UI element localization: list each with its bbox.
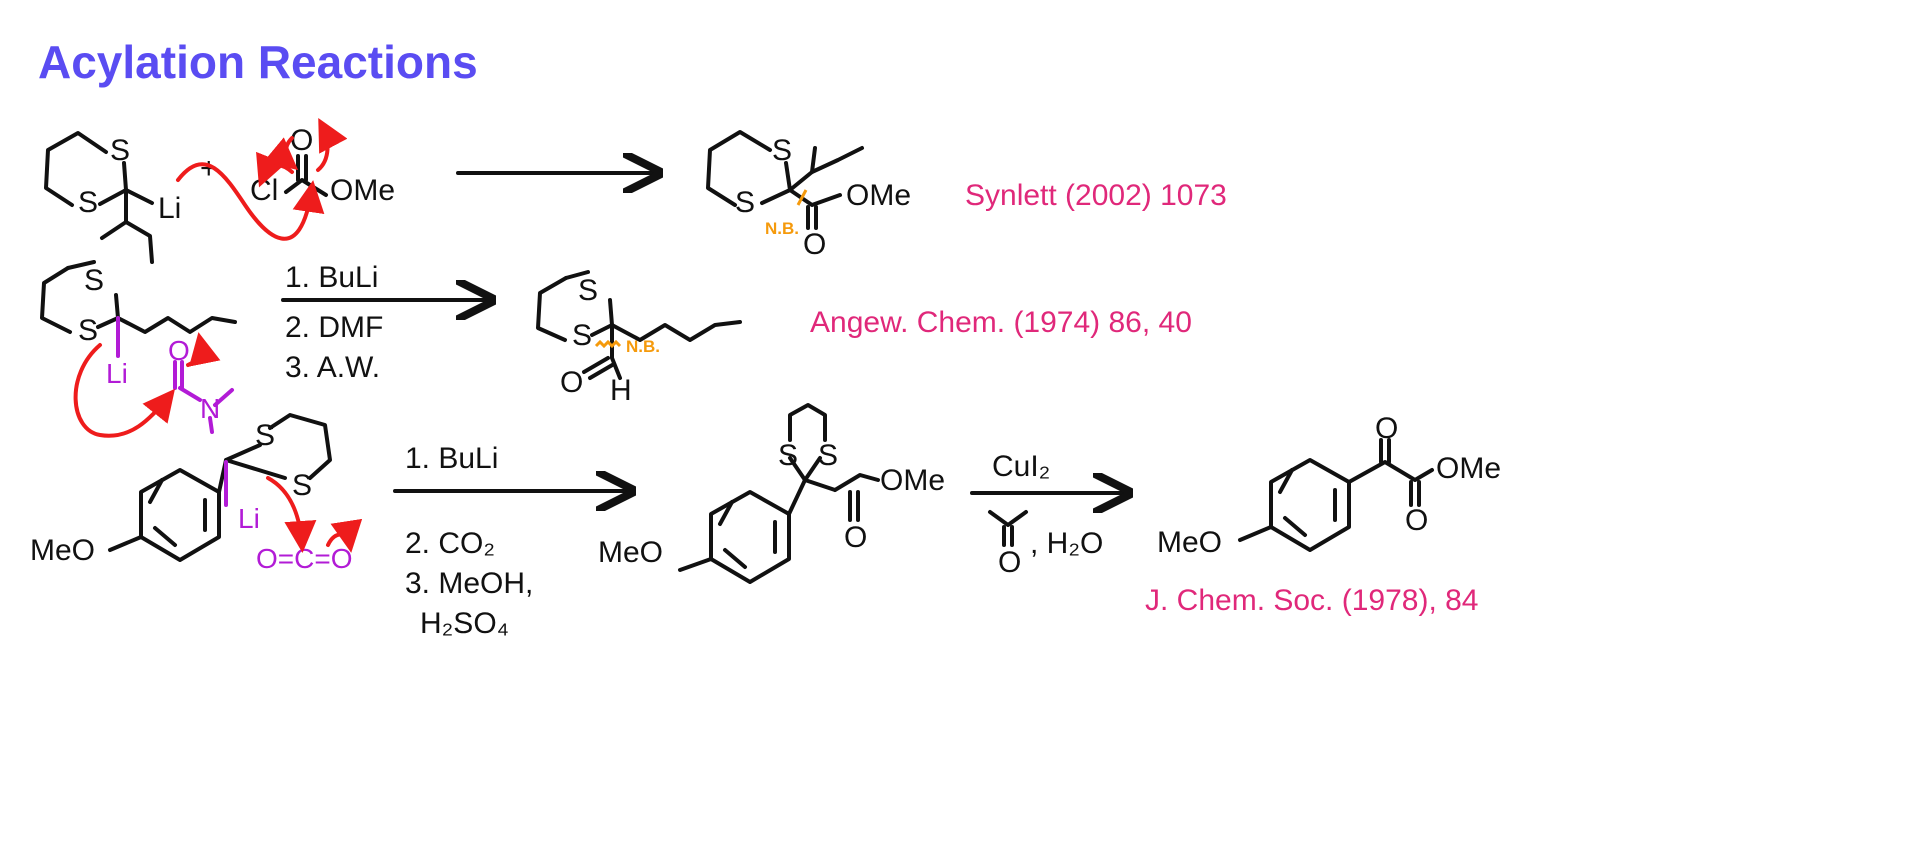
condition-step: 2. CO₂ bbox=[405, 527, 495, 560]
oxygen-atom: O bbox=[168, 335, 190, 366]
reaction-1: S S Li + O Cl OMe S S OMe bbox=[44, 117, 1227, 264]
methoxy-group: OMe bbox=[330, 174, 395, 207]
methoxy-group: OMe bbox=[1436, 452, 1501, 485]
curved-arrow bbox=[186, 332, 221, 367]
condition-step: 3. MeOH, bbox=[405, 567, 533, 600]
reference: Angew. Chem. (1974) 86, 40 bbox=[810, 306, 1192, 339]
reaction-2: S S Li O N 1. BuLi 2. DMF 3. A.W. bbox=[40, 260, 1192, 438]
reaction-3: MeO S S Li O=C=O 1. BuLi 2. CO₂ 3. MeOH,… bbox=[30, 403, 1501, 640]
note-label: N.B. bbox=[765, 219, 799, 238]
solvent-label: , H₂O bbox=[1030, 527, 1103, 560]
condition-step: H₂SO₄ bbox=[420, 607, 509, 640]
oxygen-atom: O bbox=[998, 546, 1021, 579]
product-1: S S OMe O N.B. bbox=[706, 130, 911, 261]
curved-arrow bbox=[73, 343, 175, 438]
condition-step: 3. A.W. bbox=[285, 351, 380, 384]
oxygen-atom: O bbox=[1375, 412, 1398, 445]
oxygen-atom: O bbox=[290, 124, 313, 157]
oxygen-atom: O bbox=[803, 228, 826, 261]
product-2: S S O H N.B. bbox=[536, 270, 742, 407]
reference: J. Chem. Soc. (1978), 84 bbox=[1145, 584, 1479, 617]
sulfur-atom: S bbox=[735, 186, 755, 219]
oxygen-atom: O bbox=[560, 366, 583, 399]
sulfur-atom: S bbox=[772, 134, 792, 167]
lithium-atom: Li bbox=[106, 358, 128, 389]
oxygen-atom: O bbox=[1405, 504, 1428, 537]
carbon-dioxide: O=C=O bbox=[256, 543, 352, 574]
curved-arrow bbox=[316, 117, 348, 172]
condition-step: 1. BuLi bbox=[285, 261, 378, 294]
condition-step: 1. BuLi bbox=[405, 442, 498, 475]
sulfur-atom: S bbox=[778, 439, 798, 472]
reference: Synlett (2002) 1073 bbox=[965, 179, 1227, 212]
lithium-atom: Li bbox=[238, 503, 260, 534]
nitrogen-atom: N bbox=[200, 393, 220, 424]
aryl-dithiane: MeO S S Li bbox=[30, 413, 332, 567]
methoxy-group: OMe bbox=[846, 179, 911, 212]
curved-arrow bbox=[176, 162, 325, 241]
intermediate-ester: MeO S S OMe O bbox=[598, 403, 945, 584]
reagent-label: CuI₂ bbox=[992, 450, 1050, 483]
plus-sign: + bbox=[200, 152, 218, 185]
methoxy-group: MeO bbox=[30, 534, 95, 567]
curved-arrow bbox=[266, 476, 317, 553]
hydrogen-atom: H bbox=[610, 374, 632, 407]
sulfur-atom: S bbox=[292, 469, 312, 502]
ketoester-product: MeO O O OMe bbox=[1157, 412, 1501, 559]
lithiated-dithiane: S S Li bbox=[44, 131, 181, 264]
page-title: Acylation Reactions bbox=[38, 36, 478, 88]
methoxy-group: MeO bbox=[1157, 526, 1222, 559]
sulfur-atom: S bbox=[578, 274, 598, 307]
note-label: N.B. bbox=[626, 337, 660, 356]
acetone: O bbox=[988, 510, 1028, 579]
sulfur-atom: S bbox=[110, 134, 130, 167]
curved-arrow bbox=[326, 518, 363, 553]
sulfur-atom: S bbox=[572, 319, 592, 352]
lithiated-dithiane: S S Li bbox=[40, 260, 237, 389]
oxygen-atom: O bbox=[844, 521, 867, 554]
dmf: O N bbox=[168, 335, 234, 434]
sulfur-atom: S bbox=[78, 186, 98, 219]
curved-arrow bbox=[263, 136, 299, 171]
sulfur-atom: S bbox=[78, 314, 98, 347]
lithium-atom: Li bbox=[158, 192, 181, 225]
sulfur-atom: S bbox=[84, 264, 104, 297]
condition-step: 2. DMF bbox=[285, 311, 383, 344]
methoxy-group: OMe bbox=[880, 464, 945, 497]
sulfur-atom: S bbox=[818, 439, 838, 472]
methoxy-group: MeO bbox=[598, 536, 663, 569]
sulfur-atom: S bbox=[255, 419, 275, 452]
